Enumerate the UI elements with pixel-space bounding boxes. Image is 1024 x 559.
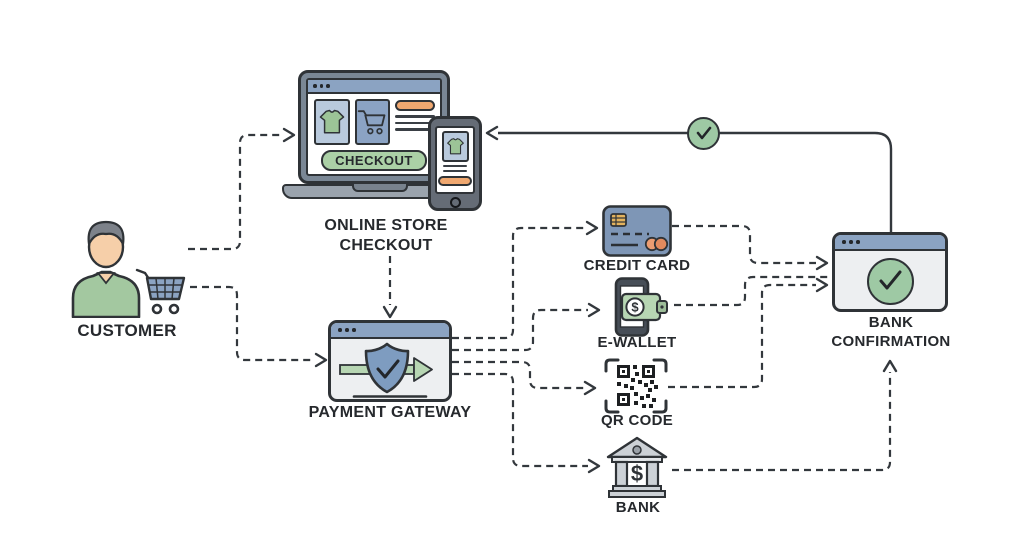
- arrowhead: [587, 458, 601, 474]
- shield-check-icon: [339, 342, 433, 398]
- bank-label: BANK: [615, 499, 661, 516]
- dollar-symbol: $: [631, 300, 639, 315]
- bank-confirmation-label: BANK CONFIRMATION: [831, 314, 950, 352]
- window-dot: [326, 84, 330, 88]
- dollar-symbol: $: [631, 461, 643, 486]
- window-dot: [313, 84, 317, 88]
- bank-building-icon: $: [606, 436, 668, 498]
- window-dot: [849, 240, 853, 244]
- qr-code-scan-icon: [604, 358, 668, 414]
- label-line: CONFIRMATION: [831, 332, 951, 350]
- shopping-cart-icon: [358, 110, 386, 135]
- connector-customer-to-gateway: [190, 285, 315, 362]
- payment-gateway-label: PAYMENT GATEWAY: [308, 404, 472, 421]
- text-line: [395, 121, 435, 124]
- product-details: [395, 99, 435, 145]
- t-shirt-icon: [319, 109, 345, 134]
- check-circle-icon: [866, 257, 914, 305]
- e-wallet-label: E-WALLET: [597, 334, 677, 351]
- window-dot: [856, 240, 860, 244]
- window-dot: [842, 240, 846, 244]
- label-line: CHECKOUT: [339, 237, 433, 254]
- arrowhead: [382, 305, 398, 319]
- window-dot: [338, 328, 342, 332]
- window-dot: [345, 328, 349, 332]
- cart-card: [354, 99, 390, 145]
- browser-bar: [331, 323, 449, 339]
- orange-button: [395, 100, 435, 111]
- payment-gateway-node: [328, 320, 452, 402]
- arrowhead: [583, 380, 597, 396]
- text-line: [443, 170, 467, 172]
- browser-bar: [308, 80, 440, 94]
- arrowhead: [314, 352, 328, 368]
- connector-confirmation-to-checkout: [498, 131, 893, 232]
- qr-code-node: [604, 358, 668, 414]
- connector-bank-to-confirmation: [672, 372, 892, 472]
- t-shirt-icon: [446, 138, 464, 155]
- person-with-shopping-cart-icon: [71, 220, 186, 318]
- connector-credit-card-to-confirmation: [672, 224, 816, 265]
- phone-icon: [428, 116, 482, 211]
- customer-node: [60, 216, 195, 318]
- arrowhead: [882, 359, 898, 373]
- phone-product-card: [441, 131, 469, 162]
- approval-check-badge: [687, 117, 720, 150]
- checkout-button: CHECKOUT: [321, 150, 427, 171]
- browser-bar: [835, 235, 945, 251]
- window-dot: [352, 328, 356, 332]
- credit-card-icon: [602, 205, 672, 257]
- qr-code-label: QR CODE: [600, 412, 674, 429]
- online-store-checkout-node: CHECKOUT: [280, 64, 488, 214]
- connector-ewallet-to-confirmation: [674, 275, 829, 307]
- credit-card-label: CREDIT CARD: [583, 257, 691, 274]
- connector-gateway-to-qr: [452, 360, 584, 390]
- arrowhead: [815, 277, 829, 293]
- bank-node: $: [605, 436, 669, 500]
- check-icon: [696, 126, 711, 140]
- phone-wallet-icon: $: [614, 277, 668, 337]
- laptop-notch: [352, 184, 408, 192]
- label-line: BANK: [868, 314, 914, 331]
- phone-home-button: [449, 197, 461, 208]
- window-dot: [319, 84, 323, 88]
- label-line: ONLINE STORE: [324, 217, 448, 234]
- store-screen: CHECKOUT: [306, 78, 442, 176]
- connector-customer-to-checkout: [188, 133, 283, 251]
- connector-gateway-to-ewallet: [452, 308, 588, 352]
- bank-confirmation-node: [832, 232, 948, 312]
- arrowhead: [587, 302, 601, 318]
- text-line: [395, 115, 435, 118]
- credit-card-node: [602, 205, 672, 257]
- arrowhead: [282, 127, 296, 143]
- connector-gateway-to-credit-card: [452, 226, 586, 340]
- arrowhead: [485, 125, 499, 141]
- arrowhead: [585, 220, 599, 236]
- customer-label: CUSTOMER: [77, 321, 177, 340]
- arrowhead: [815, 255, 829, 271]
- orange-button: [438, 176, 472, 186]
- product-card: [314, 99, 350, 145]
- connector-qr-to-confirmation: [668, 283, 816, 389]
- e-wallet-node: $: [602, 277, 672, 337]
- text-line: [395, 128, 435, 131]
- online-store-checkout-label: ONLINE STORE CHECKOUT: [324, 216, 447, 256]
- check-icon: [879, 270, 902, 290]
- text-line: [443, 165, 467, 167]
- phone-screen: [435, 126, 475, 194]
